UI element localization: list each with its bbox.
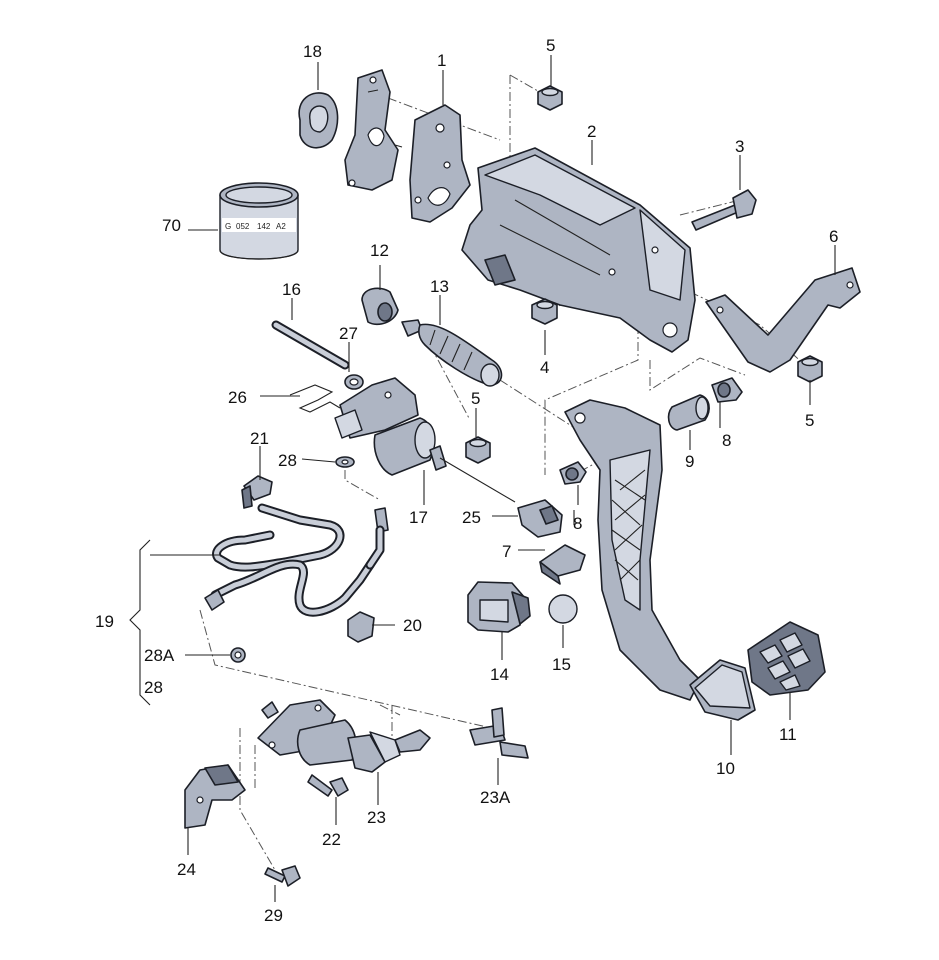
part-8-bushing-left	[559, 461, 587, 485]
part-12-bushing	[361, 287, 399, 326]
part-17-master-cylinder	[334, 377, 516, 503]
callout-9: 9	[685, 452, 694, 471]
part-14-pedal-switch	[467, 581, 531, 633]
callout-leaders	[150, 55, 836, 902]
callout-20: 20	[403, 616, 422, 635]
callout-6: 6	[829, 227, 838, 246]
part-9-bushing-sleeve	[667, 394, 710, 431]
callout-14: 14	[490, 665, 509, 684]
part-22-bolt-slave	[261, 701, 349, 797]
callout-8-right: 8	[722, 431, 731, 450]
callout-27: 27	[339, 324, 358, 343]
part-19-pressure-line	[204, 503, 389, 617]
part-3-bolt	[691, 189, 757, 231]
part-8-bushing-right	[711, 377, 743, 403]
part-23a-t-fitting	[469, 707, 529, 759]
part-6-support-bracket	[705, 267, 861, 373]
part-16-hose	[271, 320, 350, 370]
callout-16: 16	[282, 280, 301, 299]
callout-8-left: 8	[573, 514, 582, 533]
callout-labels: 18 1 5 2 3 70 6 12 16 13 27 4 26 5 5 8 2…	[95, 36, 838, 925]
callout-28A: 28A	[144, 646, 175, 665]
part-13-rubber-boot	[401, 319, 503, 387]
part-70-container: G 052 142 A2	[219, 182, 299, 260]
callout-28-bottom: 28	[144, 678, 163, 697]
part-28-seal-washer	[335, 456, 355, 468]
callout-25: 25	[462, 508, 481, 527]
callout-13: 13	[430, 277, 449, 296]
part-25-clevis	[517, 499, 563, 538]
container-label-text-142: 142	[257, 222, 271, 231]
part-4-nut	[531, 298, 558, 325]
part-29-bolt	[264, 865, 301, 887]
part-5-nut-mid	[465, 436, 491, 464]
part-23-slave-cylinder	[257, 699, 431, 773]
part-26-spring-clip	[289, 384, 341, 413]
part-19-group-bracket	[129, 539, 151, 706]
part-20-line-clip	[347, 611, 375, 643]
callout-28-top: 28	[278, 451, 297, 470]
part-2-pedal-bracket	[461, 147, 696, 353]
part-28a-seal	[230, 647, 246, 663]
callout-4: 4	[540, 358, 549, 377]
callout-2: 2	[587, 122, 596, 141]
callout-10: 10	[716, 759, 735, 778]
callout-18: 18	[303, 42, 322, 61]
part-18-retaining-clip	[298, 92, 339, 149]
callout-12: 12	[370, 241, 389, 260]
container-label-text-g: G	[225, 222, 231, 231]
callout-22: 22	[322, 830, 341, 849]
callout-70: 70	[162, 216, 181, 235]
callout-19: 19	[95, 612, 114, 631]
part-1-mounting-plate	[409, 104, 471, 223]
part-5-nut-top	[537, 85, 563, 111]
callout-23: 23	[367, 808, 386, 827]
callout-23A: 23A	[480, 788, 511, 807]
part-10-clutch-pedal	[564, 399, 756, 721]
callout-7: 7	[502, 542, 511, 561]
callout-24: 24	[177, 860, 196, 879]
callout-5-mid: 5	[471, 389, 480, 408]
container-label-text-a2: A2	[276, 222, 286, 231]
callout-5-right: 5	[805, 411, 814, 430]
callout-21: 21	[250, 429, 269, 448]
part-5-nut-right	[797, 355, 823, 383]
part-7-bracket-clip	[539, 544, 586, 585]
part-15-rubber-cap	[548, 594, 578, 624]
callout-5-top: 5	[546, 36, 555, 55]
callout-29: 29	[264, 906, 283, 925]
part-24-bracket	[184, 764, 246, 829]
part-bracket-plate	[344, 69, 403, 191]
part-27-seal-ring	[344, 374, 364, 390]
callout-17: 17	[409, 508, 428, 527]
callout-11: 11	[779, 725, 797, 744]
callout-3: 3	[735, 137, 744, 156]
callout-26: 26	[228, 388, 247, 407]
part-21-hose-clip	[241, 475, 273, 509]
container-label-text-052: 052	[236, 222, 250, 231]
callout-15: 15	[552, 655, 571, 674]
part-11-pedal-pad	[747, 621, 826, 696]
callout-1: 1	[437, 51, 446, 70]
